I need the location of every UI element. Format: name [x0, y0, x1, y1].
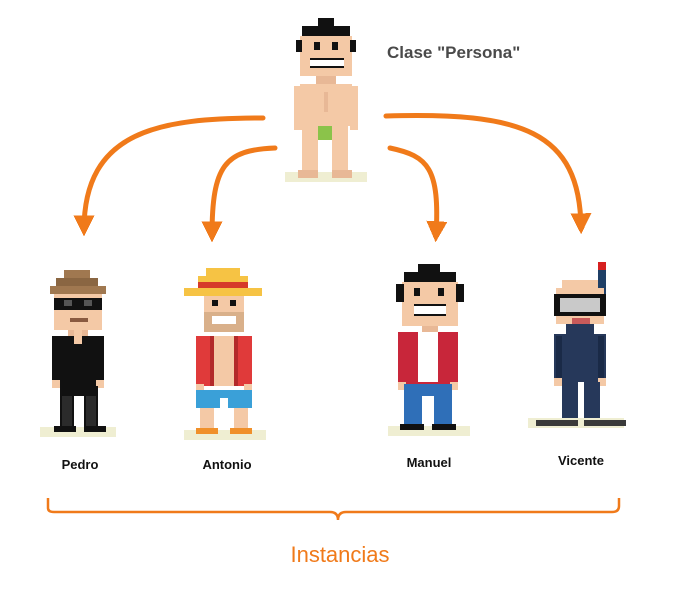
arrow-to-pedro: [73, 115, 266, 237]
antonio-figure: [184, 268, 266, 440]
vicente-figure: [528, 262, 626, 428]
pedro-figure: [40, 270, 116, 437]
manuel-figure: [388, 264, 470, 436]
instance-name-antonio: Antonio: [202, 457, 251, 472]
instance-name-pedro: Pedro: [62, 457, 99, 472]
arrow-to-manuel: [387, 145, 448, 243]
instance-name-vicente: Vicente: [558, 453, 604, 468]
arrow-to-antonio: [201, 145, 278, 243]
instance-name-manuel: Manuel: [407, 455, 452, 470]
class-person-figure: [285, 18, 367, 182]
class-title: Clase "Persona": [387, 43, 520, 62]
instances-label: Instancias: [290, 542, 389, 567]
instantiation-arrows: [73, 113, 592, 243]
instances-brace: [46, 498, 621, 521]
arrow-to-vicente: [383, 113, 592, 235]
